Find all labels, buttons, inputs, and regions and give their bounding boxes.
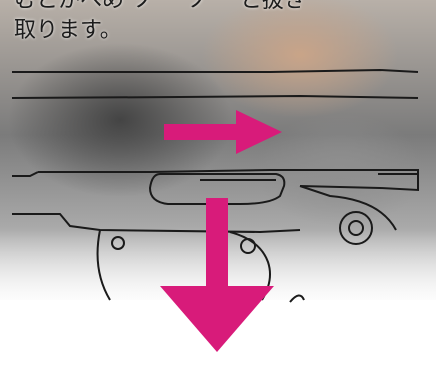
caption-line-2: 取ります。 [14, 18, 122, 43]
hammer-pivot [339, 211, 373, 245]
pin-circle-2 [240, 238, 256, 254]
rear-sight [378, 173, 419, 188]
arrow-down-icon [160, 198, 274, 352]
hammer-pivot-inner [348, 220, 364, 236]
caption-line-1: むとかへめ ソ ^ ソ ^ と抜き [14, 0, 306, 13]
pin-circle [111, 236, 125, 250]
small-detail [289, 294, 305, 303]
frame-rail-line [12, 213, 301, 234]
trigger-guard [96, 229, 111, 301]
frame-front [12, 171, 39, 177]
takedown-lever [148, 173, 286, 205]
slide-mid-line [11, 94, 419, 99]
instruction-caption: むとかへめ ソ ^ ソ ^ と抜き 取ります。 [14, 0, 434, 46]
frame-top-outline [38, 169, 419, 192]
arrow-right-icon [164, 110, 282, 154]
slide-top-line [12, 68, 419, 73]
backstrap-line [299, 185, 397, 231]
